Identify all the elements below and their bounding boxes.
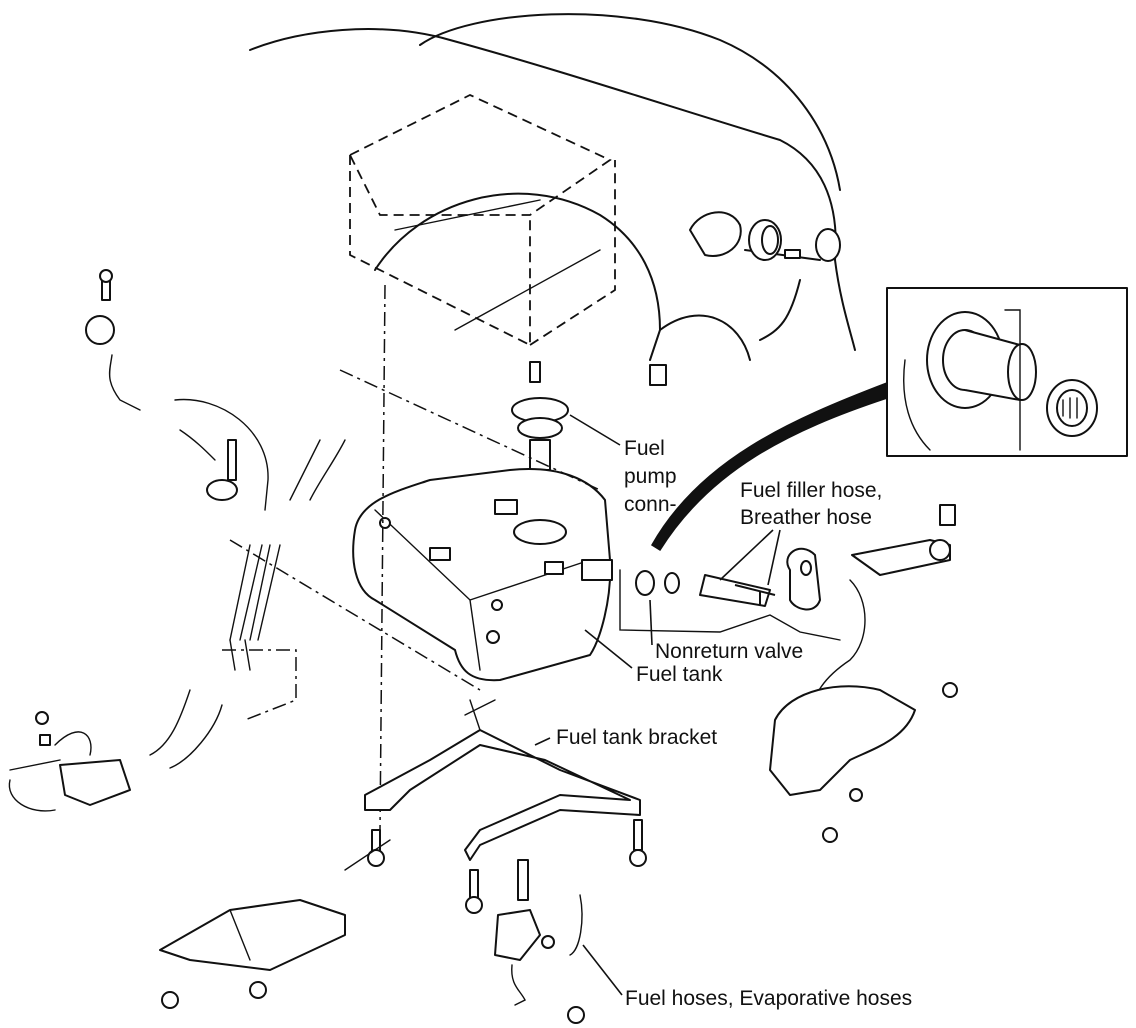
- label-fuel-filler-hose: Fuel filler hose,: [740, 479, 882, 502]
- fuel-tank-bracket: [364, 699, 647, 867]
- label-fuel-pump-conn-line1: Fuel: [624, 437, 665, 460]
- filler-cap-detail-inset: [650, 287, 1128, 552]
- left-lower-components: [8, 711, 131, 812]
- label-fuel-tank: Fuel tank: [636, 663, 723, 686]
- lower-valve-assembly: [465, 859, 623, 1024]
- left-hose-assembly: [85, 269, 601, 831]
- vehicle-body-outline: [249, 13, 856, 386]
- label-fuel-pump-conn-line2: pump: [624, 465, 677, 488]
- fuel-tank: [352, 468, 633, 682]
- label-breather-hose: Breather hose: [740, 506, 872, 529]
- filler-neck-body-parts: [689, 211, 841, 262]
- label-fuel-hoses: Fuel hoses, Evaporative hoses: [625, 987, 912, 1010]
- tank-phantom-outline: [348, 94, 616, 347]
- label-fuel-pump-conn-line3: conn-: [624, 493, 677, 516]
- fuel-filler-hose-assembly: [619, 504, 956, 721]
- lower-skid-plate: [159, 839, 391, 1009]
- callout-labels: Fuel pump conn- Fuel filler hose, Breath…: [556, 437, 912, 1010]
- right-splash-shield: [769, 682, 958, 843]
- label-nonreturn-valve: Nonreturn valve: [655, 640, 803, 663]
- label-fuel-tank-bracket: Fuel tank bracket: [556, 726, 717, 749]
